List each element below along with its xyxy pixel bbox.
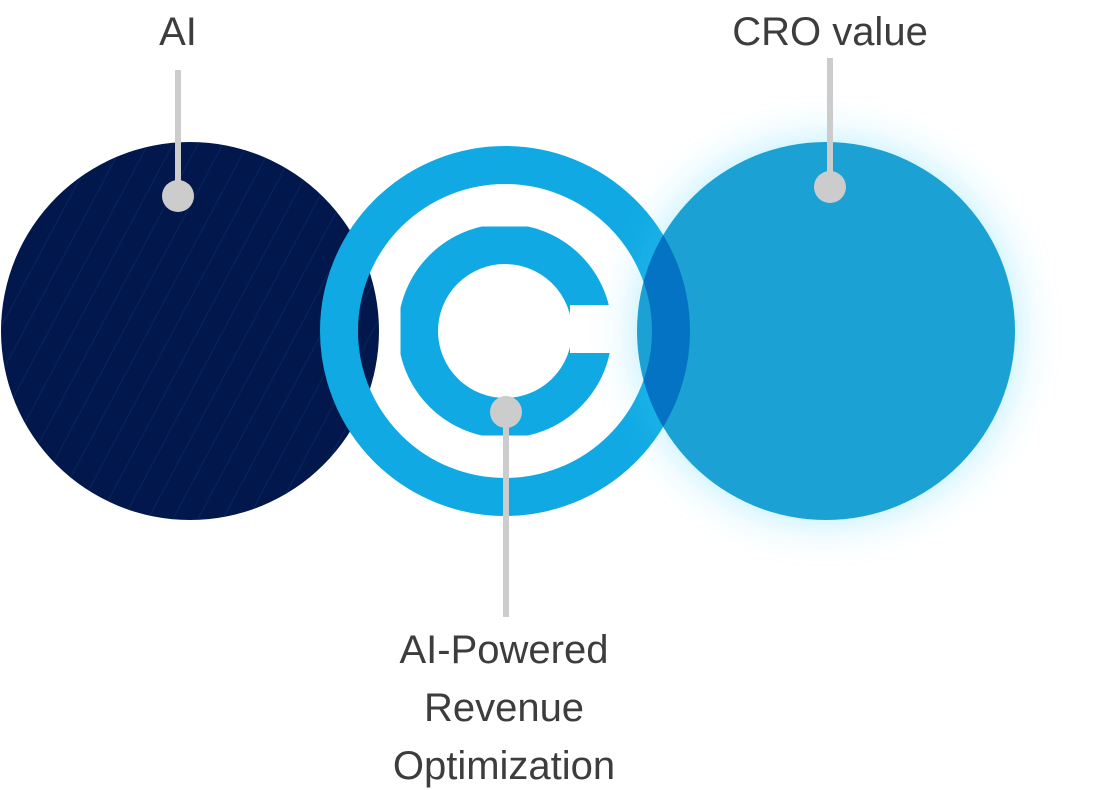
ai-circle [1, 142, 379, 520]
connector-ai [162, 70, 194, 212]
connector-center [490, 396, 522, 617]
connector-cro-value [814, 58, 846, 203]
label-cro-value: CRO value [732, 10, 928, 54]
cro-value-circle [611, 116, 1041, 546]
inner-c-shape [398, 224, 612, 438]
label-ai: AI [159, 10, 197, 54]
label-center-line3: Optimization [393, 744, 615, 788]
label-center-line1: AI-Powered [400, 628, 609, 672]
label-center-line2: Revenue [424, 686, 584, 730]
